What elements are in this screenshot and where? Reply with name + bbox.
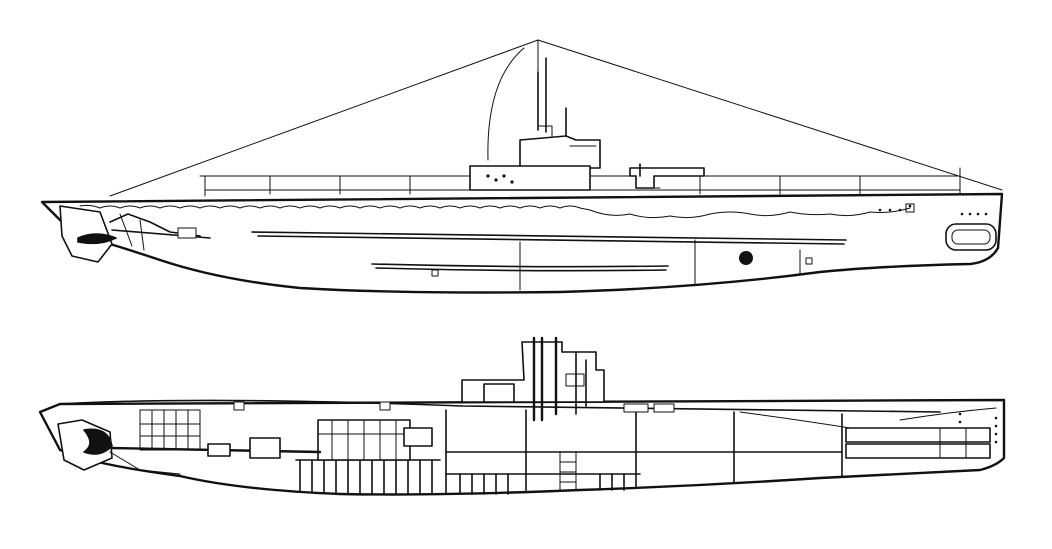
- periscope-masts: [537, 57, 567, 141]
- conning-tower-section: [461, 336, 605, 422]
- stern-section: [57, 419, 181, 475]
- propeller-shaft: [108, 401, 391, 459]
- conning-tower: [469, 125, 601, 191]
- stern-gear: [59, 205, 211, 263]
- hull-section: [38, 398, 1006, 496]
- deck-gun: [629, 163, 705, 189]
- diesel-engines: [317, 419, 433, 461]
- hull-profile: [40, 192, 1004, 294]
- bulkheads: [445, 409, 843, 495]
- torpedo-tubes: [623, 403, 998, 459]
- deck-railing: [204, 167, 961, 197]
- ladder: [559, 451, 577, 491]
- profile-view: [40, 39, 1004, 294]
- cutaway-view: [38, 336, 1006, 496]
